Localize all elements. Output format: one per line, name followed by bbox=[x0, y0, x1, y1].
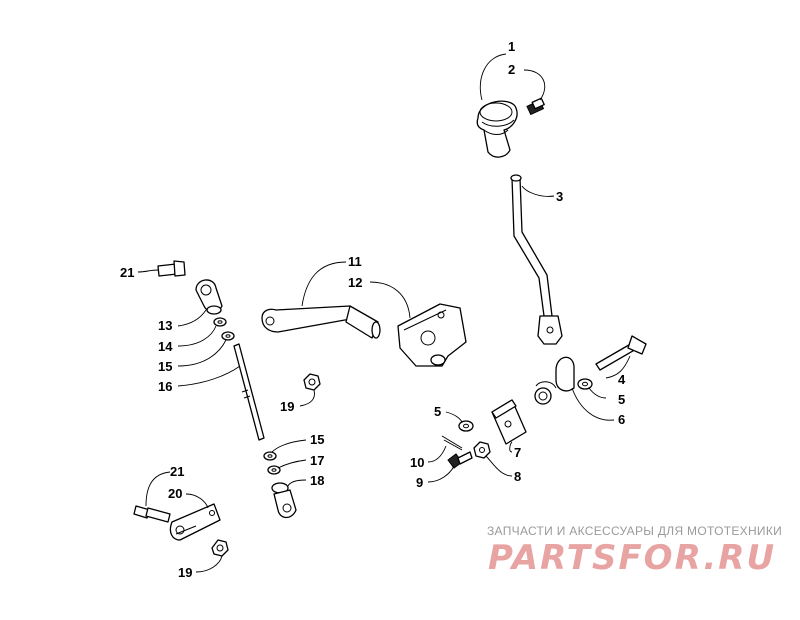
callout-16: 16 bbox=[158, 379, 172, 394]
bolt-lower-left bbox=[133, 505, 171, 523]
callout-8: 8 bbox=[514, 469, 521, 484]
bolt-top-left bbox=[157, 260, 186, 277]
shift-rod bbox=[233, 343, 265, 441]
washer-14 bbox=[213, 317, 227, 327]
callout-13: 13 bbox=[158, 318, 172, 333]
shift-arm bbox=[261, 305, 381, 339]
callout-21-top: 21 bbox=[120, 265, 134, 280]
callout-15-upper: 15 bbox=[158, 359, 172, 374]
shift-lever-rod bbox=[510, 174, 563, 345]
callout-5-left: 5 bbox=[434, 404, 441, 419]
callout-21-lower: 21 bbox=[170, 464, 184, 479]
lock-nut-upper bbox=[303, 373, 321, 391]
callout-14: 14 bbox=[158, 339, 173, 354]
mounting-plate bbox=[397, 303, 467, 367]
watermark-logo: PARTSFOR.RU bbox=[488, 538, 777, 578]
washer-17 bbox=[267, 465, 281, 475]
pivot-block bbox=[491, 399, 527, 445]
set-screw bbox=[526, 97, 545, 116]
callout-2: 2 bbox=[508, 62, 515, 77]
callout-4: 4 bbox=[618, 372, 626, 387]
link-arm bbox=[169, 503, 221, 541]
rod-end-upper bbox=[195, 279, 223, 315]
washer-left bbox=[458, 420, 474, 432]
callout-5-right: 5 bbox=[618, 392, 625, 407]
nut bbox=[473, 441, 491, 459]
callout-18: 18 bbox=[310, 473, 324, 488]
rod-end-lower bbox=[271, 482, 297, 519]
callout-10: 10 bbox=[410, 455, 424, 470]
callout-17: 17 bbox=[310, 453, 324, 468]
callout-11: 11 bbox=[348, 254, 362, 269]
callout-1: 1 bbox=[508, 39, 515, 54]
washer-15-lower bbox=[263, 451, 277, 461]
callout-labels: 1 2 3 4 5 6 5 7 10 8 9 11 12 21 13 14 15… bbox=[120, 39, 626, 580]
callout-15-lower: 15 bbox=[310, 432, 324, 447]
cotter-pin bbox=[441, 435, 463, 451]
long-bolt bbox=[595, 335, 647, 371]
callout-20: 20 bbox=[168, 486, 182, 501]
callout-3: 3 bbox=[556, 189, 563, 204]
callout-12: 12 bbox=[348, 275, 362, 290]
short-bolt bbox=[447, 451, 473, 469]
callout-6: 6 bbox=[618, 412, 625, 427]
callout-19-lower: 19 bbox=[178, 565, 192, 580]
callout-9: 9 bbox=[416, 475, 423, 490]
callout-19-upper: 19 bbox=[280, 399, 294, 414]
washer-15-upper bbox=[221, 331, 235, 341]
shift-knob bbox=[476, 100, 518, 158]
callout-7: 7 bbox=[514, 445, 521, 460]
spring-bracket bbox=[534, 356, 575, 405]
washer-right bbox=[577, 378, 593, 390]
lock-nut-lower bbox=[211, 539, 229, 557]
watermark-caption: ЗАПЧАСТИ И АКСЕССУАРЫ ДЛЯ МОТОТЕХНИКИ bbox=[487, 524, 783, 538]
leader-lines bbox=[137, 53, 631, 573]
